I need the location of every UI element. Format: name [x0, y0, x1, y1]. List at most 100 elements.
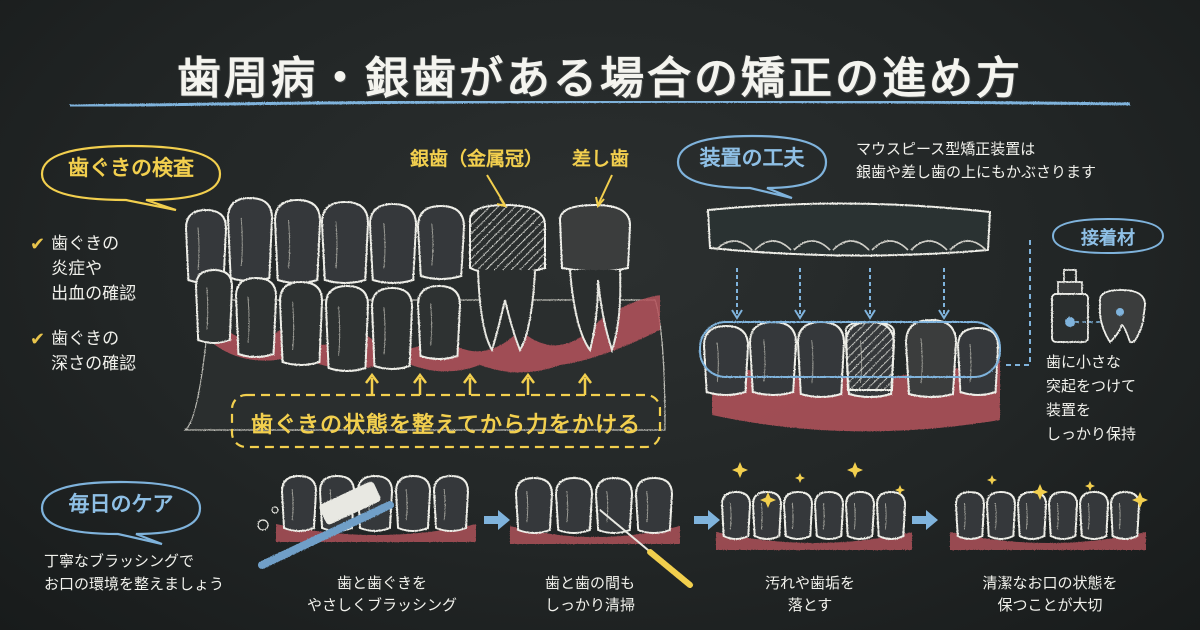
care-tooth — [954, 490, 986, 540]
care-tooth — [751, 490, 783, 540]
sparkle-icon — [847, 462, 863, 478]
sparkle-icon — [795, 473, 805, 483]
device-description: マウスピース型矯正装置は 銀歯や差し歯の上にもかぶさります — [856, 140, 1097, 181]
capped-tooth — [558, 203, 632, 354]
care-tooth — [1109, 490, 1141, 540]
interdental-brush-icon — [599, 509, 693, 588]
care-step-4-art — [950, 490, 1146, 550]
exam-heading: 歯ぐきの検査 — [68, 156, 194, 180]
upper-tooth — [368, 202, 418, 284]
aligned-capped-tooth — [904, 318, 958, 398]
lower-roots — [194, 268, 462, 372]
lower-tooth — [278, 280, 324, 366]
sparkle-icon — [732, 462, 748, 478]
check-icon: ✔ — [30, 329, 46, 350]
upper-tooth — [226, 196, 274, 282]
lower-tooth — [370, 286, 414, 370]
device-heading: 装置の工夫 — [699, 146, 805, 170]
upper-front-teeth — [184, 196, 466, 284]
toothbrush-icon — [258, 481, 394, 569]
aligner-cusp — [793, 240, 831, 251]
care-step-3-label: 汚れや歯垢を 落とす — [764, 574, 855, 614]
care-tooth — [554, 476, 594, 534]
care-gum — [510, 526, 680, 544]
exam-message: 歯ぐきの状態を整えてから力をかける — [251, 413, 641, 438]
sparkle-icon — [732, 462, 1148, 508]
care-tooth — [813, 490, 845, 540]
check-icon: ✔ — [30, 234, 46, 255]
adhesive-pointer — [1005, 240, 1031, 366]
care-tooth — [1047, 490, 1079, 540]
care-tooth — [720, 490, 752, 540]
care-tooth — [594, 476, 634, 534]
care-tooth — [782, 490, 814, 540]
sparkle-icon — [895, 485, 905, 495]
care-tooth — [514, 476, 554, 534]
fit-arrows — [731, 268, 950, 320]
care-gum — [716, 532, 912, 550]
sparkle-icon — [1085, 481, 1095, 491]
care-bubble — [40, 480, 202, 546]
aligned-silver-crown — [844, 320, 896, 391]
device-bubble — [676, 134, 828, 200]
step-arrow-icon — [484, 510, 510, 530]
aligned-tooth — [702, 324, 750, 396]
care-tooth — [432, 474, 470, 532]
capped-tooth-pointer — [597, 174, 613, 206]
aligner-tray — [706, 202, 992, 257]
care-tooth — [985, 490, 1017, 540]
care-step-2-label: 歯と歯の間も しっかり清掃 — [544, 574, 635, 614]
aligner-cusp — [910, 240, 948, 251]
lower-tooth — [234, 276, 278, 358]
aligner-illustration — [699, 202, 1001, 432]
upper-tooth — [416, 204, 466, 280]
silver-crown-label: 銀歯（金属冠） — [410, 148, 544, 170]
aligned-tooth — [748, 320, 798, 396]
silver-crown — [469, 203, 546, 353]
aligner-cusp — [754, 240, 792, 251]
upper-tooth — [320, 200, 370, 284]
care-tooth — [844, 490, 876, 540]
exam-check-2: ✔ 歯ぐきの 深さの確認 — [30, 329, 137, 374]
aligner-cusp — [832, 240, 870, 251]
care-step-1-art — [257, 474, 476, 569]
care-gum — [950, 532, 1146, 550]
care-step-4-label: 清潔なお口の状態を 保つことが大切 — [982, 574, 1118, 614]
lower-tooth — [416, 284, 462, 360]
care-intro: 丁寧なブラッシングで お口の環境を整えましょう — [44, 552, 225, 593]
title-underline — [69, 99, 1131, 108]
jaw-illustration — [183, 196, 666, 431]
step-arrow-icon — [694, 510, 720, 530]
aligner-cusp — [871, 240, 909, 251]
force-arrows — [365, 372, 592, 395]
care-tooth — [634, 476, 674, 534]
aligner-cusp — [949, 240, 987, 251]
exam-bubble — [40, 144, 222, 212]
step-arrows — [484, 510, 938, 530]
care-tooth — [1078, 490, 1110, 540]
adhesive-heading: 接着材 — [1081, 228, 1135, 249]
care-tooth — [394, 474, 432, 532]
sparkle-icon — [1032, 484, 1048, 500]
adhesive-note: 歯に小さな 突起をつけて 装置を しっかり保持 — [1046, 353, 1137, 443]
aligner-cusp — [715, 240, 753, 251]
care-tooth — [280, 474, 318, 532]
care-step-2-art — [510, 476, 693, 588]
care-step-1-label: 歯と歯ぐきを やさしくブラッシング — [306, 574, 457, 614]
capped-tooth-label: 差し歯 — [572, 148, 630, 170]
lower-tooth — [324, 284, 370, 372]
message-frame — [230, 393, 662, 449]
sparkle-icon — [760, 492, 776, 508]
care-tooth — [1016, 490, 1048, 540]
adhesive-bubble — [1051, 217, 1165, 255]
exam-check-1: ✔ 歯ぐきの 炎症や 出血の確認 — [30, 234, 137, 304]
care-step-3-art — [716, 490, 912, 550]
step-arrow-icon — [912, 510, 938, 530]
sparkle-icon — [987, 475, 997, 485]
aligned-tooth — [796, 320, 846, 398]
exam-checklist: ✔ 歯ぐきの 炎症や 出血の確認 ✔ 歯ぐきの 深さの確認 — [30, 232, 190, 377]
adhesive-bottle-icon — [1051, 269, 1105, 343]
lower-tooth — [194, 268, 234, 344]
